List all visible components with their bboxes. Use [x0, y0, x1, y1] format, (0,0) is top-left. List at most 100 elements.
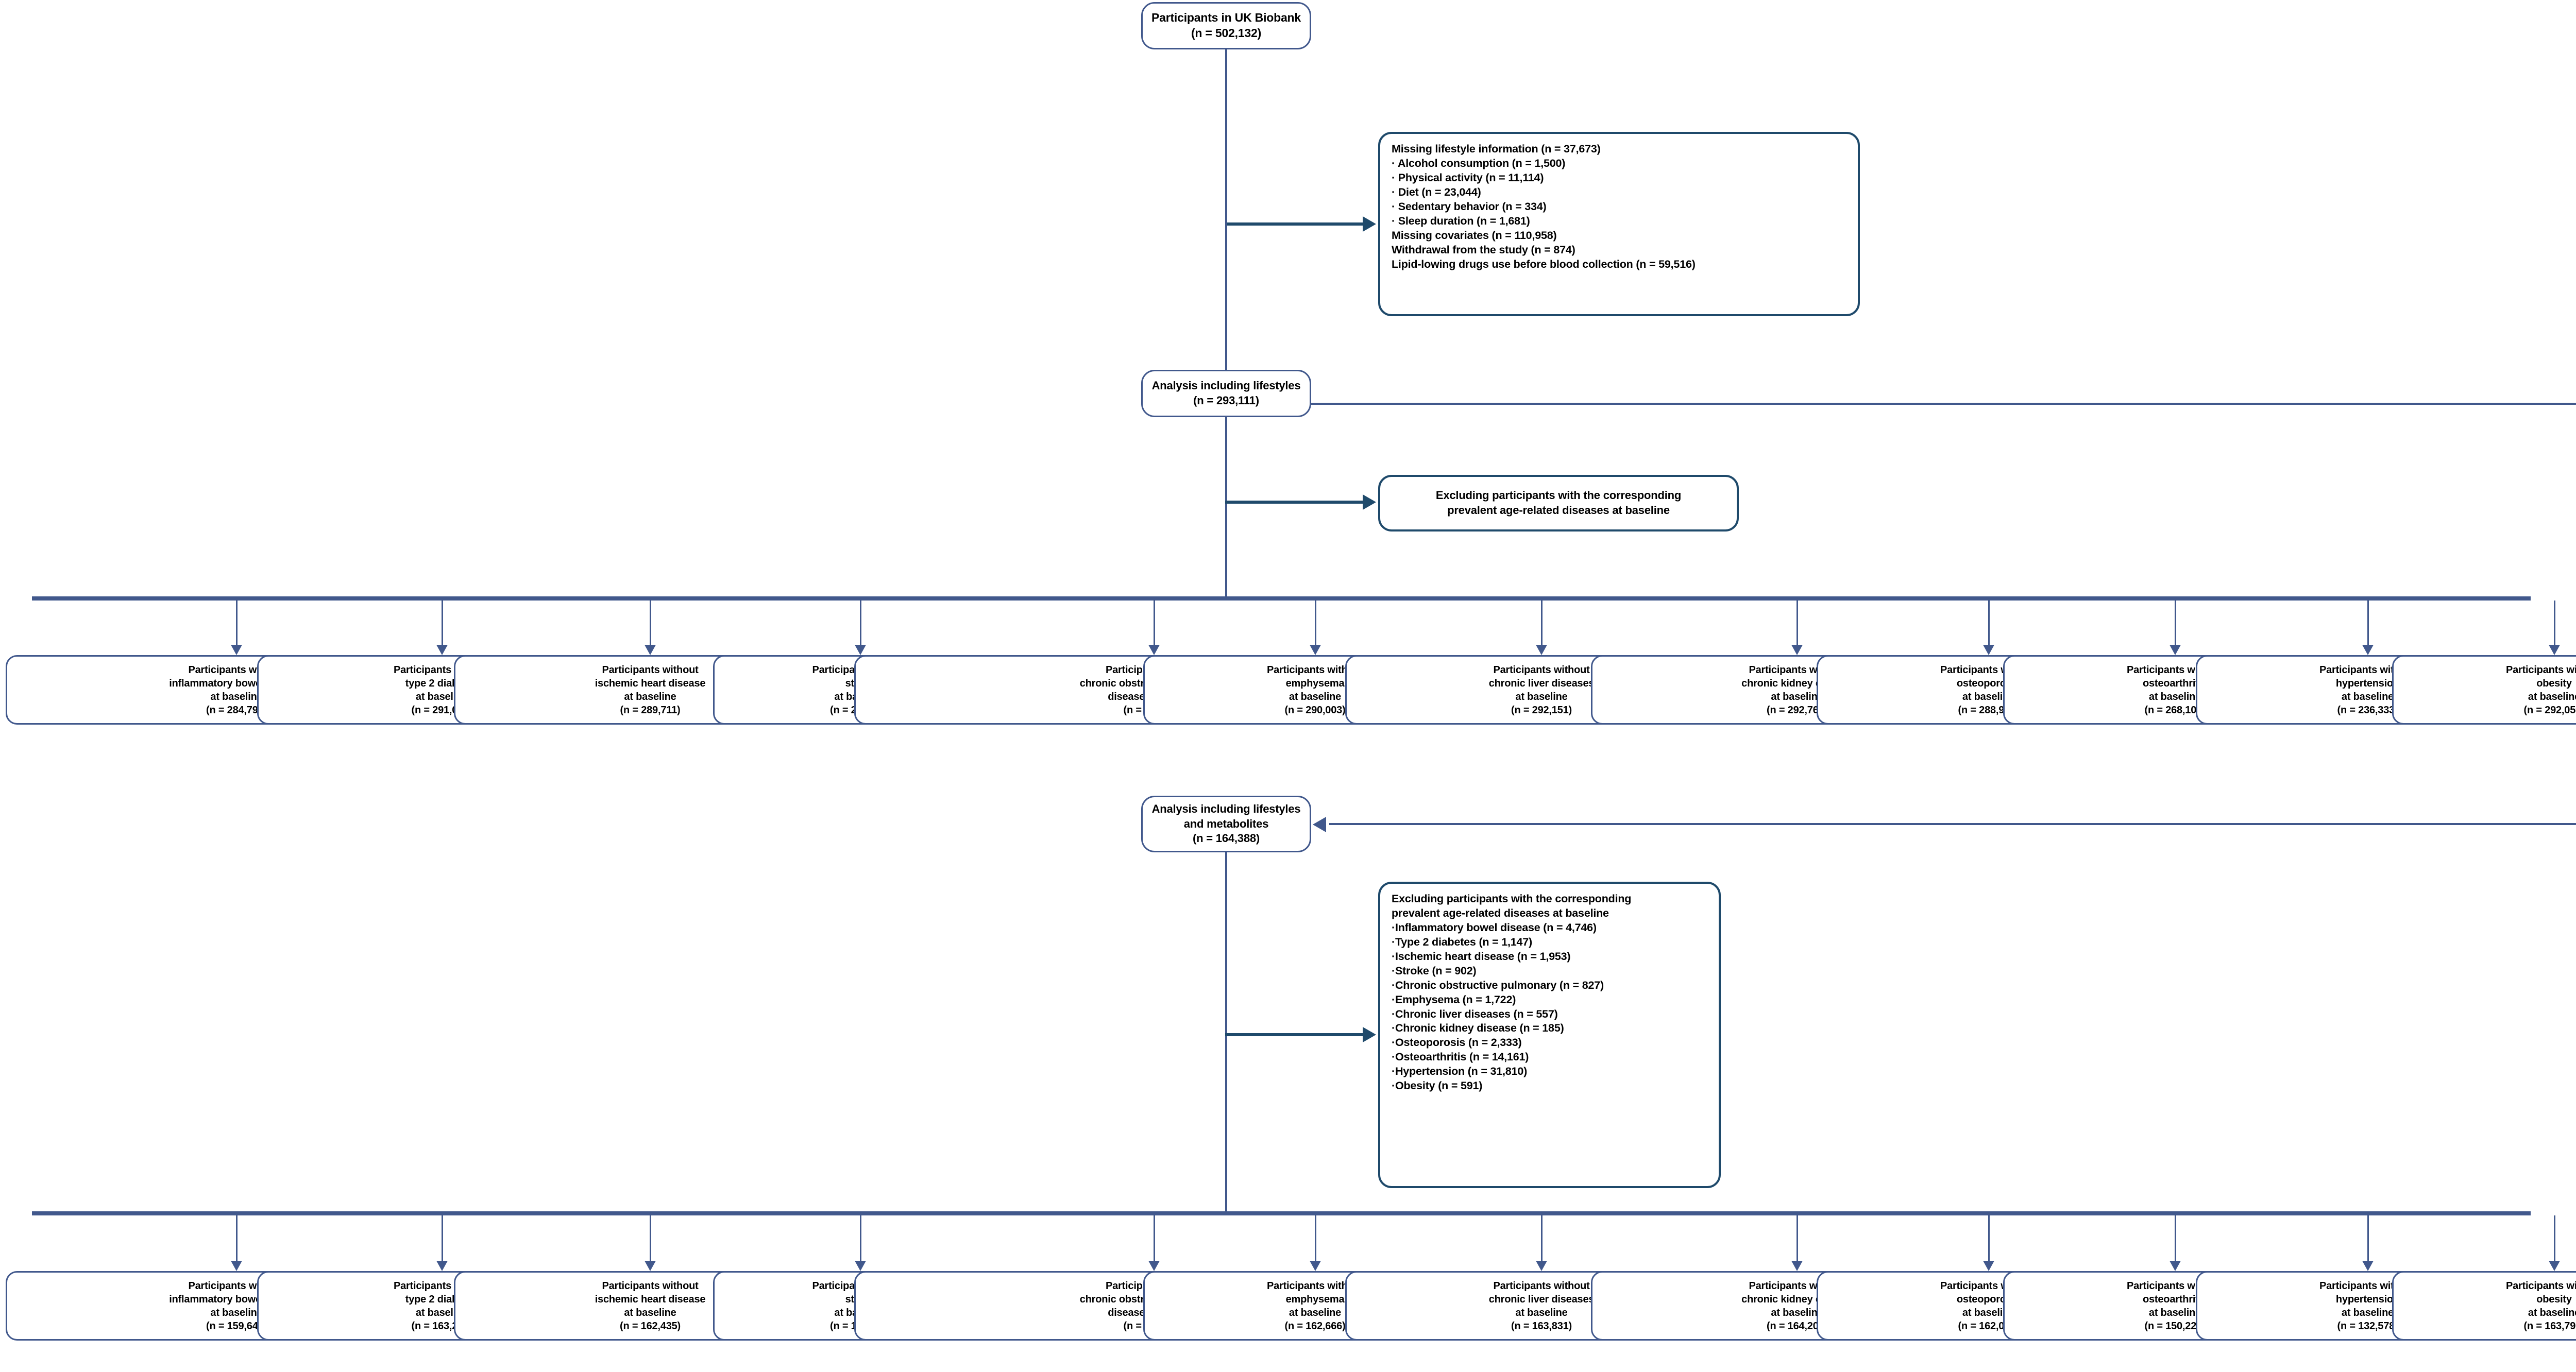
node-line: ·Chronic liver diseases (n = 557) [1392, 1007, 1558, 1020]
node-line: Participants without [1493, 1280, 1590, 1292]
connector-drop-row1-box-8 [1797, 601, 1798, 646]
node-line: (n = 236,333) [2337, 704, 2398, 716]
node-line: emphysema [1285, 677, 1345, 689]
arrowhead-row1-box-9 [1982, 645, 1994, 655]
connector-drop-row2-box-1 [236, 1215, 238, 1262]
node-line: (n = 150,227) [2144, 1320, 2206, 1332]
node-line: (n = 292,151) [1511, 704, 1572, 716]
node-line: at baseline [1962, 1307, 2015, 1318]
node-line: ·Chronic kidney disease (n = 185) [1392, 1022, 1564, 1035]
connector-drop-row1-box-2 [441, 601, 443, 646]
node-line: at baseline [2528, 1307, 2576, 1318]
arrowhead-exclusion1 [1363, 216, 1376, 232]
node-analysis-lifestyles-metabolites: Analysis including lifestyles and metabo… [1141, 796, 1311, 852]
node-line: · Sleep duration (n = 1,681) [1392, 214, 1530, 227]
arrowhead-row1-box-12 [2548, 645, 2560, 655]
connector-to-exclusion2 [1225, 501, 1364, 504]
node-line: at baseline [2528, 691, 2576, 702]
connector-drop-row2-box-7 [1541, 1215, 1543, 1262]
connector-drop-row1-box-3 [650, 601, 651, 646]
node-line: Missing covariates (n = 110,958) [1392, 229, 1557, 242]
node-line: Participants in UK Biobank [1151, 11, 1301, 25]
connector-drop-row1-box-4 [860, 601, 861, 646]
node-line: at baseline [2341, 1307, 2394, 1318]
node-line: at baseline [624, 1307, 676, 1318]
connector-drop-row2-box-12 [2553, 1215, 2555, 1262]
node-line: · Diet (n = 23,044) [1392, 185, 1481, 198]
node-line: Participants without [2505, 664, 2576, 676]
node-line: (n = 164,388) [1192, 832, 1260, 845]
node-line: Excluding participants with the correspo… [1392, 893, 1632, 905]
node-line: (n = 284,792) [206, 704, 267, 716]
arrowhead-exclusion3 [1363, 1027, 1376, 1042]
node-line: osteoarthritis [2142, 677, 2207, 689]
connector-drop-row1-box-10 [2174, 601, 2176, 646]
arrowhead-analysis2-left [1313, 817, 1326, 832]
arrowhead-row2-box-1 [231, 1261, 242, 1271]
node-line: chronic liver diseases [1488, 677, 1595, 689]
node-line: at baseline [1289, 691, 1342, 702]
node-line: Participants without [2505, 1280, 2576, 1292]
node-line: ischemic heart disease [595, 677, 706, 689]
arrowhead-row2-box-5 [1148, 1261, 1160, 1271]
node-line: (n = 163,831) [1511, 1320, 1572, 1332]
arrowhead-row2-box-2 [436, 1261, 448, 1271]
node-line: Missing lifestyle information (n = 37,67… [1392, 143, 1601, 155]
arrowhead-row1-box-3 [645, 645, 656, 655]
node-line: ·Hypertension (n = 31,810) [1392, 1065, 1528, 1078]
connector-drop-row1-box-7 [1541, 601, 1543, 646]
arrowhead-row2-box-8 [1791, 1261, 1803, 1271]
node-line: at baseline [624, 691, 676, 702]
connector-to-exclusion1 [1225, 222, 1364, 226]
node-line: Participants without [602, 664, 699, 676]
connector-drop-row2-box-5 [1153, 1215, 1155, 1262]
node-line: at baseline [1515, 1307, 1568, 1318]
node-exclusion-prevalent-1: Excluding participants with the correspo… [1378, 475, 1739, 531]
node-line: hypertension [2335, 677, 2400, 689]
connector-bus-row2 [32, 1211, 2531, 1215]
node-line: (n = 268,103) [2144, 704, 2206, 716]
node-line: · Sedentary behavior (n = 334) [1392, 200, 1547, 213]
arrowhead-row1-box-4 [855, 645, 866, 655]
node-line: ·Obesity (n = 591) [1392, 1079, 1483, 1092]
node-line: osteoarthritis [2142, 1293, 2207, 1305]
node-line: ·Emphysema (n = 1,722) [1392, 993, 1516, 1006]
node-participants-uk-biobank: Participants in UK Biobank (n = 502,132) [1141, 2, 1311, 49]
connector-drop-row1-box-12 [2553, 601, 2555, 646]
node-line: (n = 289,711) [620, 704, 681, 716]
node-line: Analysis including lifestyles [1151, 379, 1301, 392]
node-line: Participants without [1493, 664, 1590, 676]
connector-drop-row1-box-9 [1988, 601, 1990, 646]
node-line: (n = 290,003) [1284, 704, 1346, 716]
connector-drop-row1-box-1 [236, 601, 238, 646]
node-line: ·Ischemic heart disease (n = 1,953) [1392, 950, 1571, 963]
node-line: (n = 502,132) [1191, 26, 1262, 40]
arrowhead-row2-box-4 [855, 1261, 866, 1271]
connector-drop-row2-box-6 [1314, 1215, 1316, 1262]
node-line: at baseline [1515, 691, 1568, 702]
connector-analysis1-down [1225, 417, 1227, 596]
connector-root-to-analysis1 [1225, 49, 1227, 167]
node-exclusion-prevalent-2: Excluding participants with the correspo… [1378, 882, 1721, 1188]
node-line: Withdrawal from the study (n = 874) [1392, 243, 1575, 256]
connector-to-exclusion3 [1225, 1033, 1364, 1036]
node-line: emphysema [1285, 1293, 1345, 1305]
arrowhead-row2-box-9 [1982, 1261, 1994, 1271]
connector-drop-row2-box-9 [1988, 1215, 1990, 1262]
node-line: (n = 132,578) [2337, 1320, 2398, 1332]
connector-drop-row2-box-2 [441, 1215, 443, 1262]
node-line: ·Osteoporosis (n = 2,333) [1392, 1036, 1522, 1049]
node-row2-box-12: Participants withoutobesityat baseline(n… [2392, 1271, 2576, 1341]
node-line: at baseline [1771, 691, 1823, 702]
node-line: at baseline [210, 691, 263, 702]
node-line: Participants without [2319, 664, 2416, 676]
node-line: (n = 292,764) [1766, 704, 1828, 716]
node-line: and metabolites [1183, 817, 1269, 830]
arrowhead-row2-box-12 [2548, 1261, 2560, 1271]
arrowhead-row1-box-1 [231, 645, 242, 655]
arrowhead-row1-box-7 [1536, 645, 1547, 655]
node-line: Participants without [2319, 1280, 2416, 1292]
arrowhead-row1-box-10 [2169, 645, 2181, 655]
node-line: hypertension [2335, 1293, 2400, 1305]
